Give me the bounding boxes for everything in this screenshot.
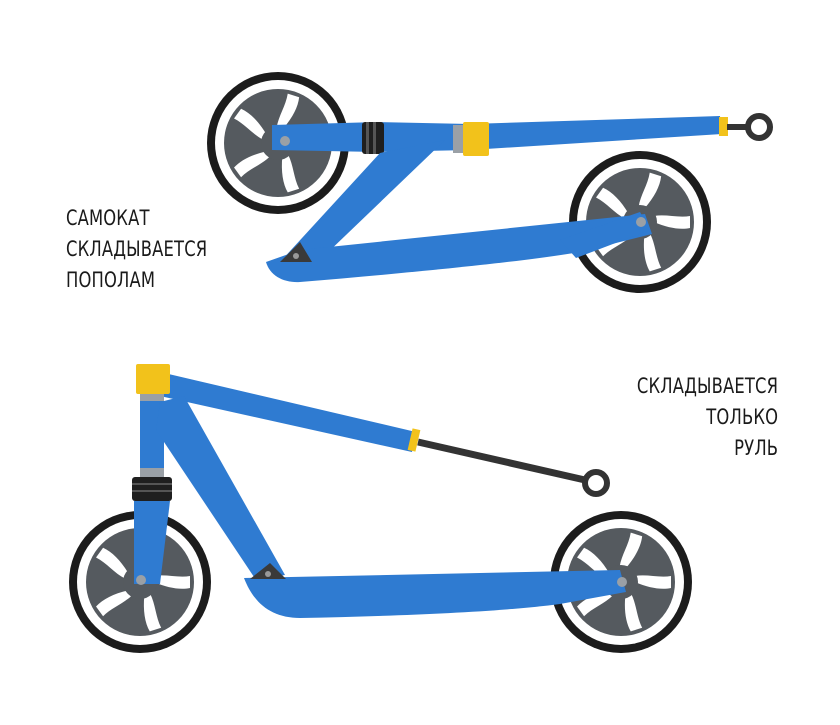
- top-ring-handle: [745, 113, 773, 141]
- top-caption: САМОКАТ СКЛАДЫВАЕТСЯ ПОПОЛАМ: [66, 203, 207, 296]
- bottom-ring-handle: [582, 469, 610, 497]
- top-caption-line-1: САМОКАТ: [66, 206, 150, 230]
- bottom-fork: [134, 501, 170, 584]
- top-caption-line-2: СКЛАДЫВАЕТСЯ: [66, 237, 208, 261]
- top-caption-line-3: ПОПОЛАМ: [66, 268, 156, 292]
- bottom-caption-line-3: РУЛЬ: [733, 436, 778, 460]
- bottom-handlebar-tube: [160, 372, 416, 452]
- top-stem-tube: [272, 116, 722, 152]
- bottom-deck: [244, 570, 626, 618]
- bottom-handlebar-band: [407, 428, 421, 452]
- top-down-tube: [280, 140, 445, 262]
- top-clamp: [463, 122, 489, 156]
- bottom-spring: [132, 477, 172, 501]
- top-deck: [266, 214, 652, 283]
- bottom-pole: [417, 438, 586, 484]
- bottom-caption: СКЛАДЫВАЕТСЯ ТОЛЬКО РУЛЬ: [637, 371, 778, 464]
- top-scooter: [207, 72, 773, 293]
- top-end-band: [719, 117, 728, 136]
- bottom-caption-line-1: СКЛАДЫВАЕТСЯ: [636, 374, 778, 398]
- top-grey-band: [453, 125, 463, 153]
- top-fold-joint: [280, 242, 312, 262]
- top-fork-arm: [560, 212, 650, 258]
- bottom-caption-line-2: ТОЛЬКО: [706, 405, 778, 429]
- bottom-top-clamp: [136, 364, 170, 394]
- bottom-scooter: [69, 364, 692, 653]
- bottom-down-tube: [156, 396, 285, 580]
